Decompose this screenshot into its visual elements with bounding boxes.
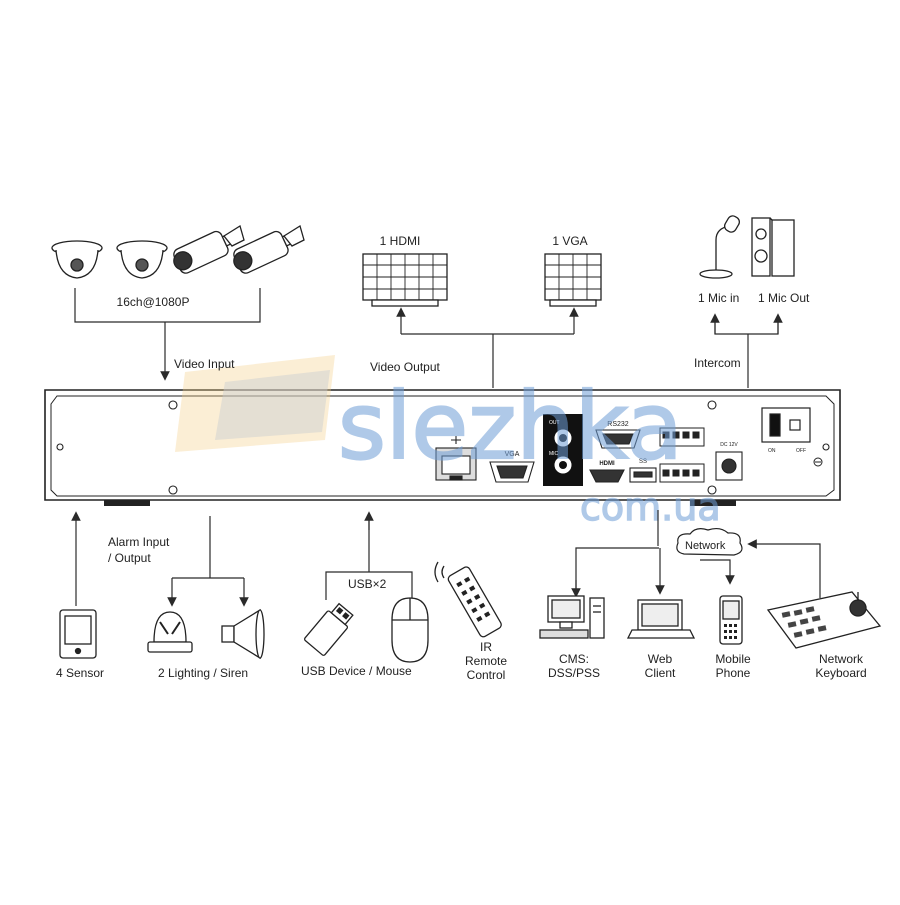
dome-camera-icon xyxy=(116,240,168,279)
power-switch xyxy=(761,407,811,443)
intercom-label: Intercom xyxy=(694,356,741,370)
mobile-phone-label-line1: Mobile xyxy=(715,652,751,666)
nvr-rear-panel: VGA OUT MIC RS232 HDMI SS xyxy=(44,389,841,506)
rs232-port xyxy=(595,429,641,449)
network-label: Network xyxy=(685,540,726,552)
power-off-label: OFF xyxy=(796,448,806,454)
network-keyboard-label-line1: Network xyxy=(818,652,863,666)
strobe-light-icon xyxy=(147,611,193,653)
audio-ports xyxy=(543,414,583,486)
desktop-computer-icon xyxy=(539,595,605,639)
video-output-label: Video Output xyxy=(370,360,440,374)
dome-camera-icon xyxy=(51,240,103,279)
vga-port-label: VGA xyxy=(505,451,520,458)
usb-stick-icon xyxy=(304,602,354,656)
usb-port xyxy=(629,467,657,483)
bullet-camera-icon xyxy=(233,224,305,274)
hdmi-monitor-icon xyxy=(362,253,448,307)
siren-icon xyxy=(221,608,265,660)
network-cloud-icon xyxy=(676,527,743,556)
web-client-label-line1: Web xyxy=(647,652,673,666)
network-keyboard-icon xyxy=(766,591,882,649)
lighting-siren-label: 2 Lighting / Siren xyxy=(158,666,249,680)
video-input-label: Video Input xyxy=(174,357,235,371)
ir-label-line1: IR xyxy=(480,640,492,654)
mobile-phone-label-line2: Phone xyxy=(715,666,751,680)
mobile-phone-icon xyxy=(719,595,743,645)
lan-port xyxy=(435,436,477,481)
speaker-icon xyxy=(751,217,795,277)
vga-label: 1 VGA xyxy=(552,234,588,248)
mic-out-label: 1 Mic Out xyxy=(758,291,810,305)
microphone-icon xyxy=(699,215,741,279)
vga-port xyxy=(489,461,535,483)
dc-power-jack xyxy=(715,451,743,481)
ir-label-line3: Control xyxy=(466,668,506,682)
watermark-main: slezhka xyxy=(338,373,683,480)
usb-count-label: USB×2 xyxy=(348,577,387,591)
laptop-icon xyxy=(626,599,696,639)
usb-port-label: SS xyxy=(639,459,647,465)
sensor-label: 4 Sensor xyxy=(56,666,105,680)
alarm-line xyxy=(172,516,244,579)
usb-device-label: USB Device / Mouse xyxy=(301,664,412,678)
cms-label-line1: CMS: xyxy=(559,652,589,666)
hdmi-port xyxy=(589,469,625,483)
alarm-terminal-block xyxy=(659,427,705,483)
network-keyboard-label-line2: Keyboard xyxy=(815,666,867,680)
video-output-line xyxy=(401,333,574,388)
ir-label-line2: Remote xyxy=(464,654,508,668)
cameras-label: 16ch@1080P xyxy=(116,295,190,309)
web-client-label-line2: Client xyxy=(644,666,676,680)
cms-label-line2: DSS/PSS xyxy=(547,666,601,680)
ground-screw-icon xyxy=(813,457,823,467)
vga-monitor-icon xyxy=(544,253,602,307)
sensor-icon xyxy=(59,609,97,659)
mouse-icon xyxy=(391,597,429,663)
ir-remote-icon xyxy=(434,561,502,638)
rs232-port-label: RS232 xyxy=(607,421,629,428)
camera-bracket xyxy=(74,288,261,323)
watermark-sub: com.ua xyxy=(580,485,721,529)
audio-out-label: OUT xyxy=(549,420,560,426)
alarm-label-line2: / Output xyxy=(108,551,151,565)
audio-in-label: MIC xyxy=(549,451,559,457)
bullet-camera-icon xyxy=(173,224,245,274)
alarm-label-line1: Alarm Input xyxy=(108,535,170,549)
hdmi-label: 1 HDMI xyxy=(379,234,421,248)
watermark: slezhka com.ua xyxy=(175,355,721,530)
hdmi-port-label: HDMI xyxy=(599,461,615,467)
dc-power-label: DC 12V xyxy=(720,442,738,448)
mic-in-label: 1 Mic in xyxy=(698,291,740,305)
power-on-label: ON xyxy=(768,448,776,454)
